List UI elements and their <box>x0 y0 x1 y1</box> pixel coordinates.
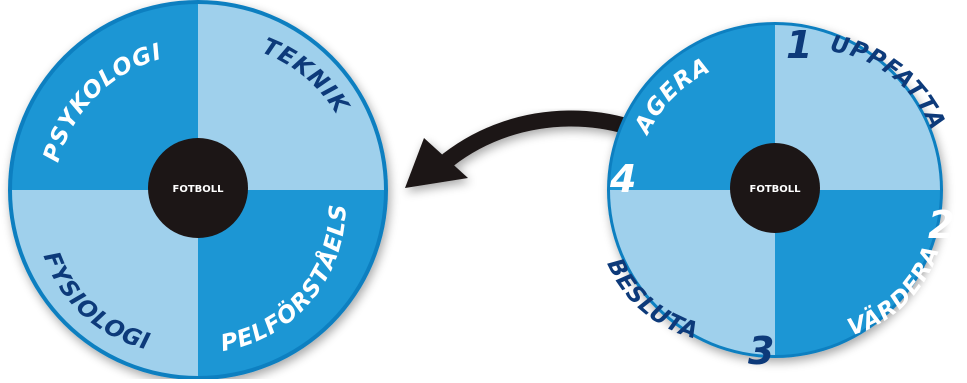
arrow-head <box>405 138 468 188</box>
left-hub-label: FOTBOLL <box>172 184 224 195</box>
left-quadrant-top-left <box>12 4 198 190</box>
right-quadrant-bottom-right <box>775 190 940 355</box>
left-wheel <box>8 0 388 380</box>
left-wheel-hub <box>148 138 248 238</box>
right-quadrant-bottom-left <box>610 190 775 355</box>
left-quadrant-bottom-left <box>12 190 198 376</box>
step-number-2: 2 <box>928 203 954 247</box>
step-number-4: 4 <box>609 157 636 201</box>
right-hub-label: FOTBOLL <box>749 184 801 195</box>
right-wheel <box>607 22 943 358</box>
step-number-1: 1 <box>786 23 812 67</box>
right-quadrant-top-left <box>610 25 775 190</box>
right-quadrant-top-right <box>775 25 940 190</box>
left-quadrant-bottom-right <box>198 190 384 376</box>
left-quadrant-top-right <box>198 4 384 190</box>
right-wheel-hub <box>730 143 820 233</box>
step-number-3: 3 <box>748 329 774 373</box>
